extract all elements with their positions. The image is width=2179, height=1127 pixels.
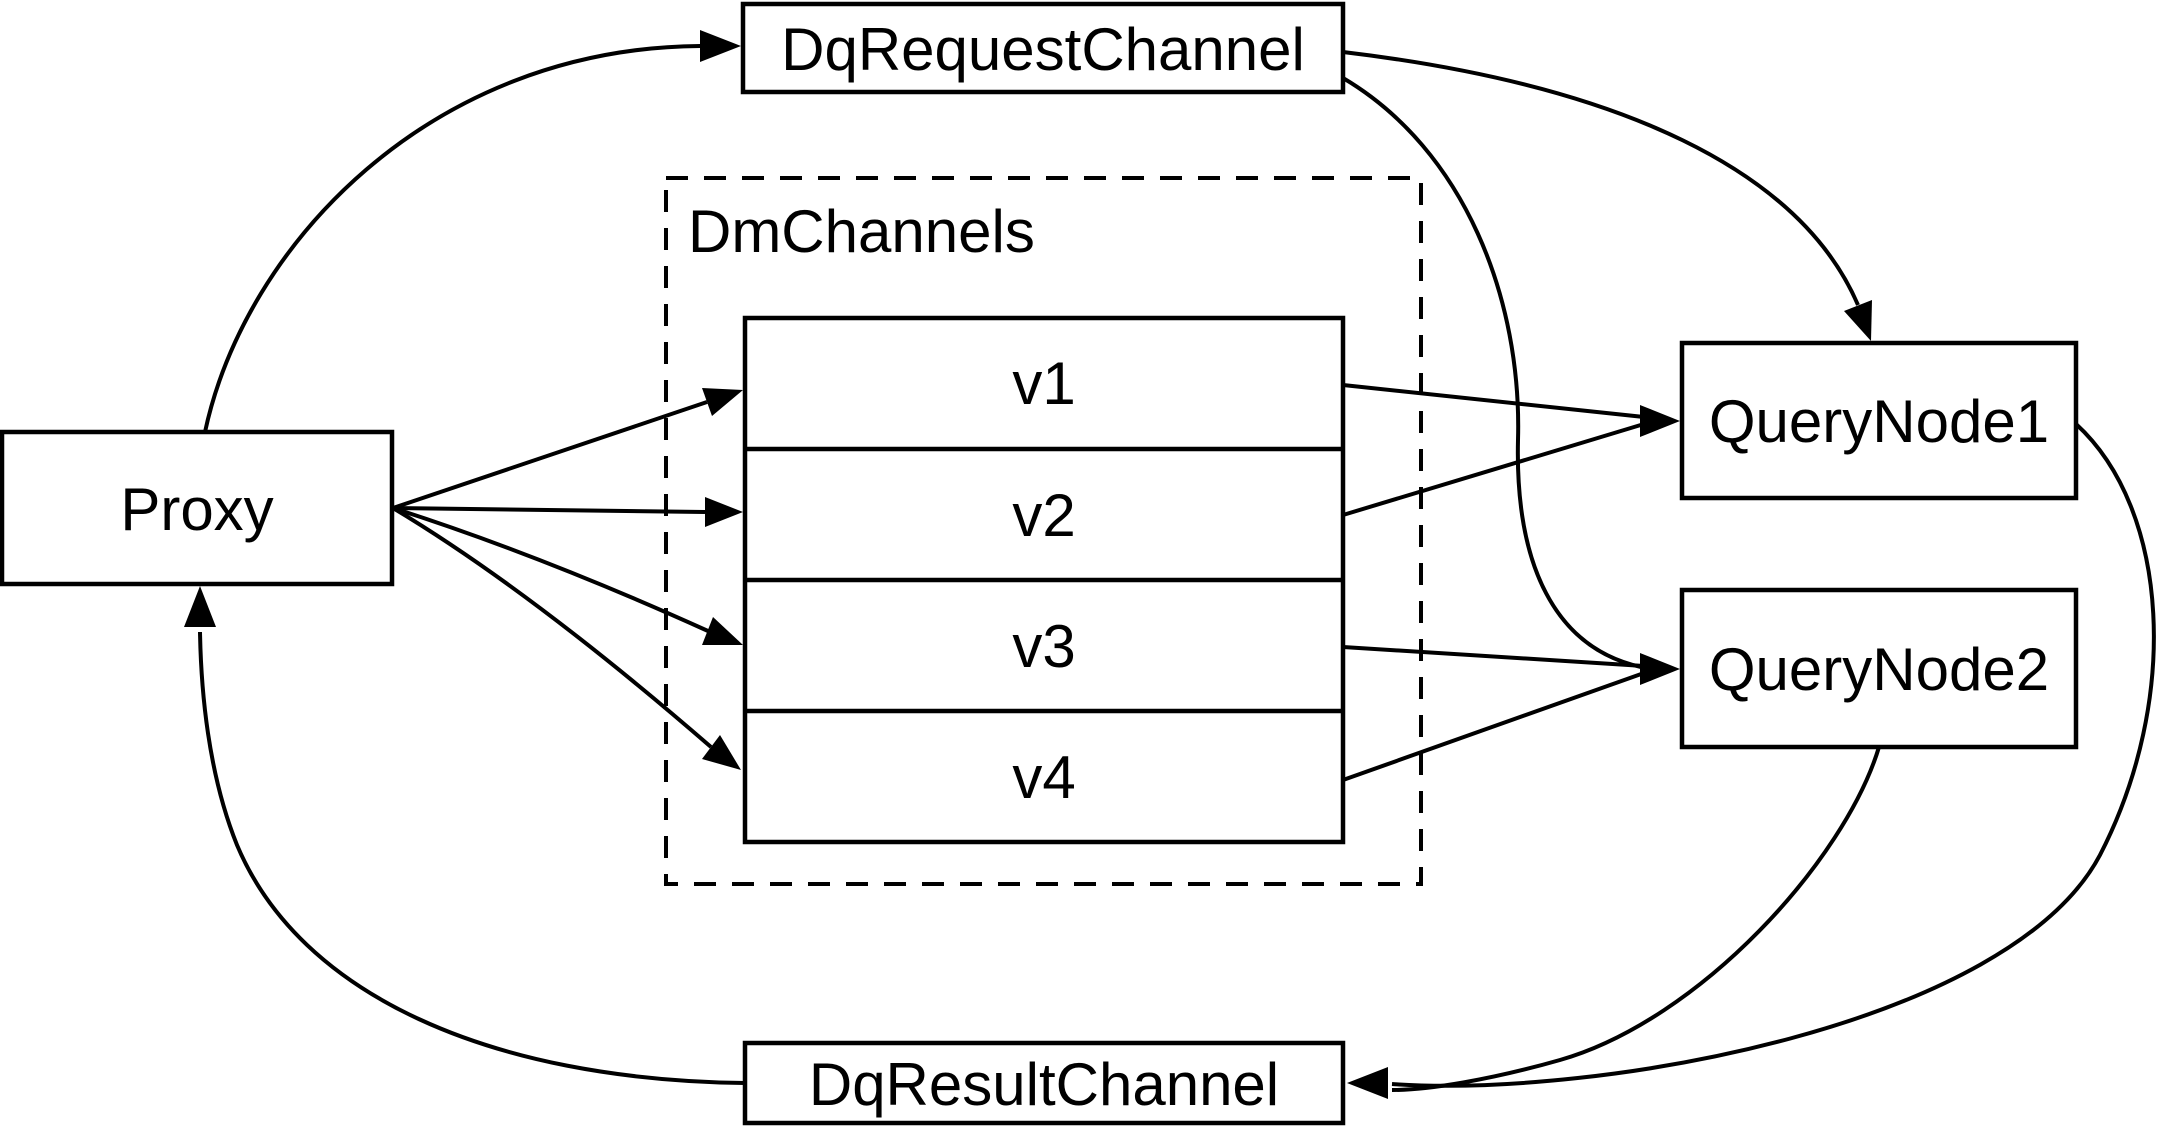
edge-proxy-to-v4 (391, 506, 713, 749)
edge-v2-to-query-node-1 (1342, 422, 1645, 517)
arrowhead-into-v4 (702, 735, 741, 770)
edge-dq-request-channel-to-query-node-1 (1342, 50, 1860, 306)
edge-proxy-to-v2 (392, 506, 706, 514)
edge-proxy-to-dq-request-channel (203, 44, 701, 433)
query-node-2-label: QueryNode2 (1709, 636, 2049, 703)
arrowhead-into-query-node-2-left (1640, 653, 1680, 685)
proxy-label: Proxy (120, 476, 273, 543)
channel-v3-label: v3 (1012, 613, 1075, 680)
edge-proxy-to-v1 (392, 400, 708, 510)
node-proxy: Proxy (0, 429, 395, 587)
query-node-1-box (1679, 340, 2079, 501)
dq-result-channel-box (742, 1040, 1346, 1126)
arrowhead-into-v3 (702, 617, 743, 645)
arrowhead-into-v2 (705, 497, 743, 527)
edge-v3-to-query-node-2 (1342, 645, 1645, 668)
arrowhead-into-v1 (702, 388, 743, 416)
arrowhead-into-query-node-1-left (1640, 405, 1680, 437)
node-query-node-1: QueryNode1 (1679, 340, 2079, 501)
arrowhead-into-dq-result-channel (1347, 1067, 1388, 1099)
edge-dq-request-channel-to-query-node-2 (1341, 76, 1642, 669)
arrowhead-into-dq-request-channel (700, 30, 741, 62)
channel-v4-label: v4 (1012, 744, 1075, 811)
node-query-node-2: QueryNode2 (1679, 587, 2079, 750)
edge-dq-result-channel-to-proxy (198, 631, 746, 1085)
edge-proxy-to-v3 (392, 506, 709, 633)
proxy-box (0, 429, 395, 587)
edge-v4-to-query-node-2 (1342, 671, 1645, 782)
node-dq-request-channel: DqRequestChannel (740, 1, 1346, 95)
arrowhead-into-query-node-1-top (1844, 300, 1872, 341)
query-node-1-label: QueryNode1 (1709, 388, 2049, 455)
dm-channels-table: v1 v2 v3 v4 (742, 315, 1346, 845)
dq-request-channel-box (740, 1, 1346, 95)
dq-request-channel-label: DqRequestChannel (781, 16, 1305, 83)
dq-result-channel-label: DqResultChannel (809, 1051, 1279, 1118)
edge-v1-to-query-node-1 (1342, 383, 1645, 419)
dm-channels-label: DmChannels (688, 198, 1035, 265)
arrowhead-into-proxy-bottom (184, 586, 216, 627)
channel-v2-label: v2 (1012, 482, 1075, 549)
edge-query-node-2-to-dq-result-channel (1391, 746, 1881, 1092)
dm-channels-container (664, 176, 1423, 886)
edge-query-node-1-to-dq-result-channel (1391, 422, 2156, 1088)
query-node-2-box (1679, 587, 2079, 750)
channel-v1-label: v1 (1012, 350, 1075, 417)
node-dq-result-channel: DqResultChannel (742, 1040, 1346, 1126)
